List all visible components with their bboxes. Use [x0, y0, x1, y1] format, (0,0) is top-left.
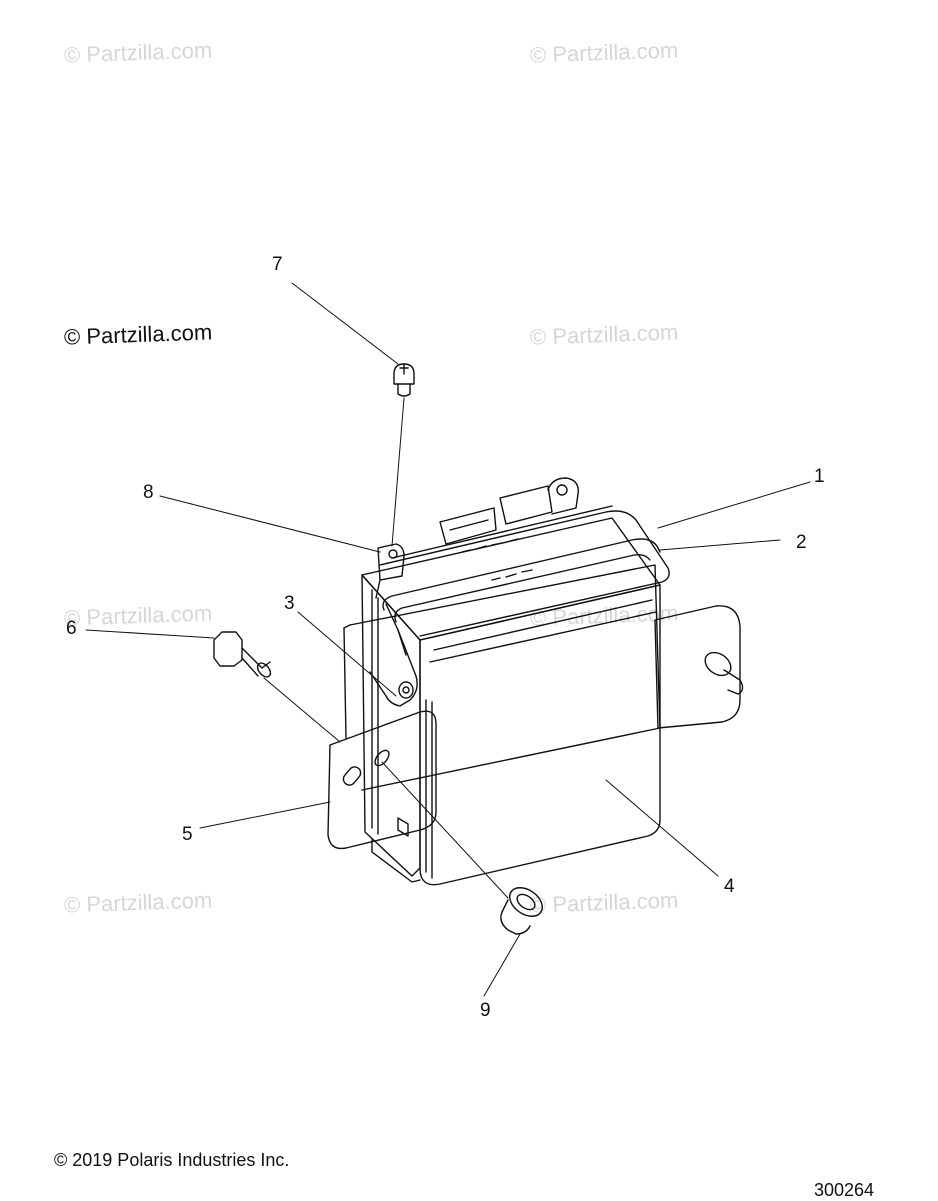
- leader-lines: [85, 282, 811, 997]
- callout-5: 5: [182, 824, 193, 845]
- bracket-stud: [704, 651, 744, 695]
- hold-down-strap: [369, 538, 661, 707]
- callout-2: 2: [796, 532, 807, 553]
- strap-pin: [398, 681, 414, 699]
- callout-3: 3: [284, 593, 295, 614]
- callout-6: 6: [66, 618, 77, 639]
- callout-8: 8: [143, 482, 154, 503]
- bolt: [213, 631, 272, 678]
- screw: [393, 363, 415, 397]
- figure-number: 300264: [814, 1180, 875, 1200]
- callout-1: 1: [814, 466, 825, 487]
- callout-7: 7: [272, 254, 283, 275]
- grommet: [500, 887, 543, 935]
- electronic-module: [361, 477, 670, 886]
- callout-9: 9: [480, 1000, 491, 1021]
- retaining-clip: [375, 543, 405, 599]
- callout-4: 4: [724, 876, 735, 897]
- copyright-notice: © 2019 Polaris Industries Inc.: [54, 1150, 290, 1170]
